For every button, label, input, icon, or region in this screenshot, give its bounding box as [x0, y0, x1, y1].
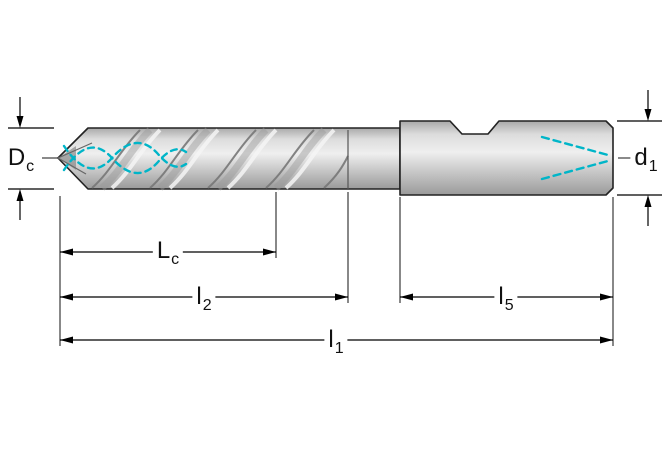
- label-d1: d1: [630, 143, 662, 175]
- label-dc: Dc: [3, 143, 39, 175]
- label-l2-main: l: [196, 282, 202, 310]
- label-l2: l2: [192, 282, 216, 314]
- extension-lines: [59, 192, 614, 346]
- label-l1-sub: 1: [334, 339, 344, 357]
- label-dc-sub: c: [26, 157, 35, 175]
- dimension-d1: [617, 90, 662, 226]
- label-l5: l5: [494, 282, 518, 314]
- drill-shank: [399, 120, 614, 196]
- label-l1-main: l: [328, 325, 334, 353]
- label-l5-sub: 5: [504, 296, 514, 314]
- label-d1-main: d: [634, 143, 648, 171]
- label-l1: l1: [324, 325, 348, 357]
- label-lc-sub: c: [171, 250, 180, 268]
- label-l5-main: l: [498, 282, 504, 310]
- label-dc-main: D: [7, 143, 26, 171]
- label-l2-sub: 2: [202, 296, 212, 314]
- coolant-exit-icon: [540, 135, 610, 181]
- drill-flutes: [91, 127, 349, 191]
- coolant-spiral-icon: [62, 141, 188, 175]
- label-d1-sub: 1: [648, 157, 658, 175]
- label-lc: Lc: [152, 236, 184, 268]
- label-lc-main: L: [156, 236, 171, 264]
- dimension-dc: [8, 97, 54, 220]
